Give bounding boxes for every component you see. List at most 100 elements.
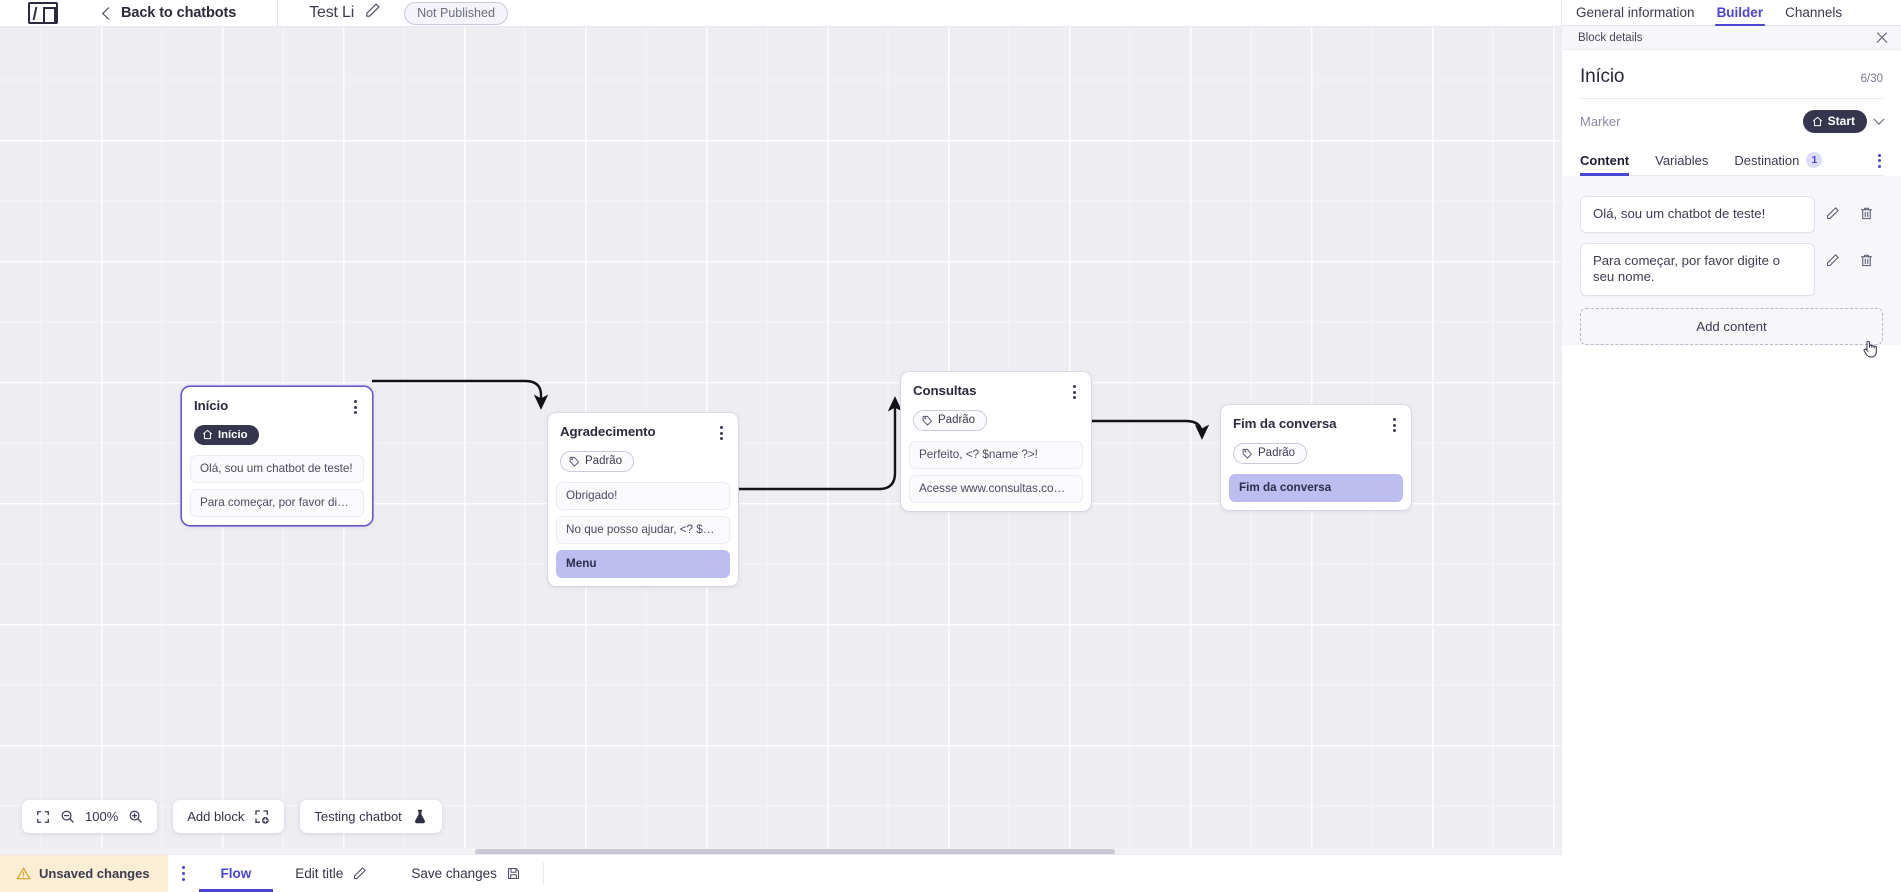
block-details-bar: Block details xyxy=(1562,26,1901,50)
bottom-bar-divider xyxy=(542,862,544,885)
node-title: Fim da conversa xyxy=(1233,416,1337,431)
tab-variables-label: Variables xyxy=(1655,152,1709,168)
flow-label: Flow xyxy=(220,866,252,881)
node-header: Consultas Padrão xyxy=(901,372,1091,441)
trash-icon[interactable] xyxy=(1849,249,1883,271)
edit-title-label: Edit title xyxy=(295,866,344,881)
node-item-menu[interactable]: Fim da conversa xyxy=(1229,474,1403,503)
content-text[interactable]: Para começar, por favor digite o seu nom… xyxy=(1580,243,1815,297)
marker-label: Marker xyxy=(1580,114,1621,129)
pencil-icon[interactable] xyxy=(364,2,381,24)
panel-body: Início 6/30 Marker Start Content Variabl… xyxy=(1562,50,1901,358)
tab-content-label: Content xyxy=(1580,152,1630,168)
warning-triangle-icon xyxy=(16,867,31,880)
node-item-menu[interactable]: Menu xyxy=(556,550,730,579)
home-icon xyxy=(202,430,213,440)
testing-chatbot-button[interactable]: Testing chatbot xyxy=(300,800,442,833)
save-changes-label: Save changes xyxy=(411,866,497,881)
canvas-horizontal-scrollbar[interactable] xyxy=(0,848,1561,857)
scrollbar-thumb[interactable] xyxy=(475,849,1115,855)
chevron-down-icon[interactable] xyxy=(1873,113,1885,125)
flow-node-inicio[interactable]: Início Início Olá, sou um chatbot de tes… xyxy=(182,387,372,526)
bot-name: Test Li xyxy=(309,4,355,21)
node-title: Consultas xyxy=(913,383,977,398)
kebab-menu-icon[interactable] xyxy=(181,866,185,881)
back-to-chatbots-label: Back to chatbots xyxy=(121,5,237,21)
pencil-icon[interactable] xyxy=(1815,202,1849,224)
pencil-icon[interactable] xyxy=(1815,249,1849,271)
node-tag-default: Padrão xyxy=(913,410,988,432)
edge-consultas-to-fim xyxy=(1086,419,1210,440)
bottom-status-bar: Unsaved changes Flow Edit title Save cha… xyxy=(0,854,1562,892)
save-changes-button[interactable]: Save changes xyxy=(389,855,543,892)
node-tag-label: Padrão xyxy=(1258,447,1296,460)
testing-chatbot-label: Testing chatbot xyxy=(314,809,402,824)
zoom-level: 100% xyxy=(85,809,119,824)
node-tag-label: Padrão xyxy=(938,414,976,427)
save-disk-icon xyxy=(507,867,519,880)
node-item[interactable]: Obrigado! xyxy=(556,482,730,511)
flow-node-consultas[interactable]: Consultas Padrão Perfeito, <? $name ?>! … xyxy=(901,372,1091,512)
tab-content[interactable]: Content xyxy=(1580,147,1630,176)
node-tag-default: Padrão xyxy=(560,451,635,473)
content-row: Olá, sou um chatbot de teste! xyxy=(1580,196,1883,234)
kebab-menu-icon[interactable] xyxy=(1390,416,1399,434)
add-block-label: Add block xyxy=(187,809,245,824)
flow-node-agradecimento[interactable]: Agradecimento Padrão Obrigado! No que po… xyxy=(548,413,738,587)
add-content-button[interactable]: Add content xyxy=(1580,308,1883,346)
node-header: Agradecimento Padrão xyxy=(548,413,738,482)
unsaved-changes-badge: Unsaved changes xyxy=(0,855,168,892)
content-list: Olá, sou um chatbot de teste! Par xyxy=(1562,176,1901,358)
edge-inicio-to-agradecimento xyxy=(372,379,549,410)
node-item[interactable]: No que posso ajudar, <? $name ... xyxy=(556,516,730,545)
node-item[interactable]: Olá, sou um chatbot de teste! xyxy=(190,455,364,484)
marker-row: Marker Start xyxy=(1580,99,1885,143)
kebab-menu-icon[interactable] xyxy=(1070,383,1079,401)
zoom-in-icon[interactable] xyxy=(128,809,143,824)
bottom-bar-menu[interactable] xyxy=(168,855,199,892)
destination-count-badge: 1 xyxy=(1806,152,1823,168)
fit-to-screen-icon[interactable] xyxy=(36,810,50,824)
tab-builder[interactable]: Builder xyxy=(1714,5,1765,26)
tab-destination-label: Destination xyxy=(1734,152,1800,168)
tab-channels[interactable]: Channels xyxy=(1785,5,1843,20)
home-icon xyxy=(1812,116,1822,126)
flow-node-fim-da-conversa[interactable]: Fim da conversa Padrão Fim da conversa xyxy=(1221,405,1411,511)
kebab-menu-icon[interactable] xyxy=(351,398,360,416)
zoom-out-icon[interactable] xyxy=(60,809,75,824)
marker-select[interactable]: Start xyxy=(1802,110,1885,133)
add-block-button[interactable]: Add block xyxy=(173,800,285,833)
node-tag-start: Início xyxy=(194,425,259,446)
kebab-menu-icon[interactable] xyxy=(1876,148,1883,174)
right-side-panel: General information Builder Channels Blo… xyxy=(1561,0,1901,892)
top-header: Back to chatbots Test Li Not Published xyxy=(0,0,1562,26)
content-text[interactable]: Olá, sou um chatbot de teste! xyxy=(1580,196,1815,234)
tab-destination[interactable]: Destination 1 xyxy=(1734,146,1823,175)
node-item[interactable]: Perfeito, <? $name ?>! xyxy=(909,441,1083,470)
node-tag-default: Padrão xyxy=(1233,443,1308,465)
content-row-actions xyxy=(1815,243,1883,271)
node-item[interactable]: Acesse www.consultas.com par... xyxy=(909,475,1083,504)
node-item[interactable]: Para começar, por favor digite o ... xyxy=(190,489,364,518)
flow-canvas[interactable]: Início Início Olá, sou um chatbot de tes… xyxy=(0,27,1561,857)
canvas-toolbar: 100% Add block Testing chatbot xyxy=(22,800,442,833)
block-details-label: Block details xyxy=(1578,31,1643,44)
header-bottom-rule xyxy=(0,26,1562,27)
publish-status-badge: Not Published xyxy=(404,1,508,25)
zoom-controls: 100% xyxy=(22,800,158,833)
node-header: Fim da conversa Padrão xyxy=(1221,405,1411,474)
back-to-chatbots-link[interactable]: Back to chatbots xyxy=(102,5,237,21)
header-divider xyxy=(277,0,279,26)
close-icon[interactable] xyxy=(1875,31,1889,45)
content-tabs: Content Variables Destination 1 xyxy=(1580,143,1883,176)
kebab-menu-icon[interactable] xyxy=(717,424,726,442)
tab-variables[interactable]: Variables xyxy=(1655,147,1708,175)
block-title: Início xyxy=(1580,66,1625,87)
edit-title-button[interactable]: Edit title xyxy=(273,855,389,892)
bottom-tab-flow[interactable]: Flow xyxy=(198,855,274,892)
tag-icon xyxy=(922,415,932,426)
tab-general-information[interactable]: General information xyxy=(1576,5,1695,20)
node-title: Início xyxy=(194,398,229,413)
add-block-icon xyxy=(254,809,270,825)
trash-icon[interactable] xyxy=(1849,202,1883,224)
